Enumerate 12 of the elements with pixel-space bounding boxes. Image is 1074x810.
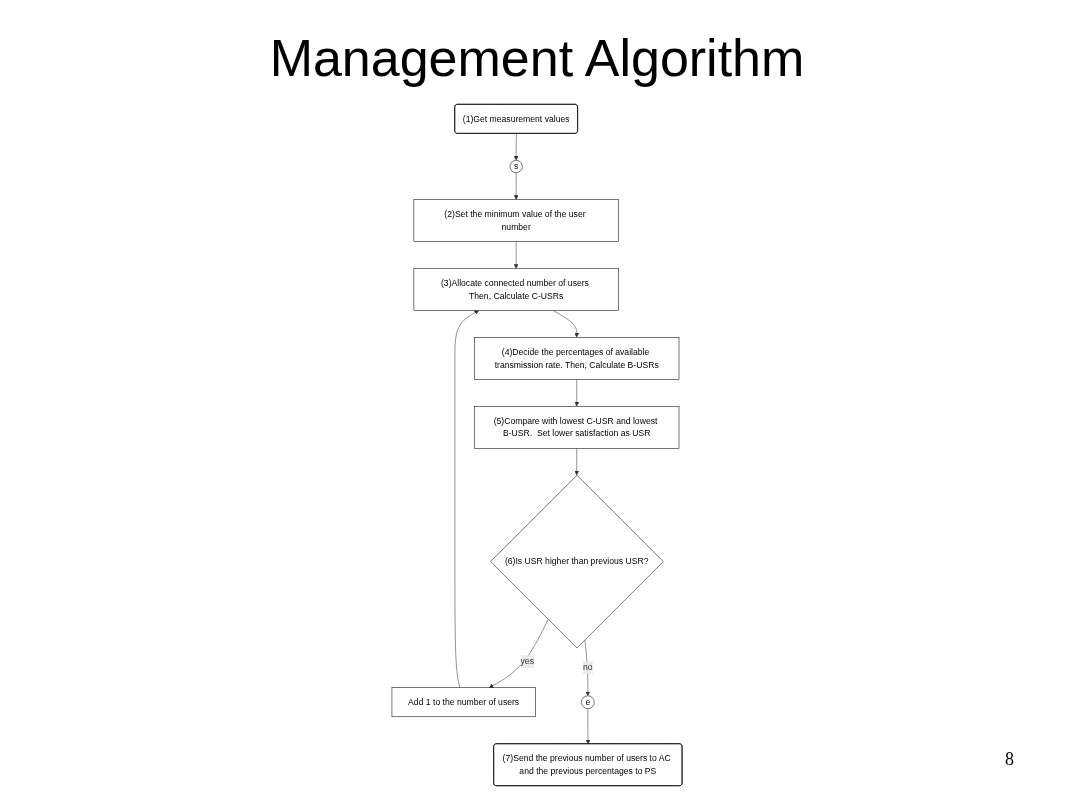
- node-circle: e: [581, 695, 595, 709]
- slide-title: Management Algorithm: [268, 28, 806, 88]
- page-number: 8: [1005, 749, 1014, 770]
- edge-label: no: [583, 662, 593, 673]
- node-circle: s: [509, 160, 523, 173]
- node-box: (5)Compare with lowest C-USR and lowest B-USR. Set lower satisfaction as USR: [474, 406, 680, 449]
- edge-label: yes: [520, 656, 534, 666]
- node-box: (3)Allocate connected number of users Then, Calculate C-USRs: [413, 268, 619, 311]
- node-diamond: (6)Is USR higher than previous USR?: [490, 474, 664, 649]
- node-box: (2)Set the minimum value of the user number: [413, 199, 619, 242]
- node-box: (4)Decide the percentages of available transmission rate. Then, Calculate B-USRs: [474, 337, 680, 380]
- node-box: Add 1 to the number of users: [391, 687, 536, 718]
